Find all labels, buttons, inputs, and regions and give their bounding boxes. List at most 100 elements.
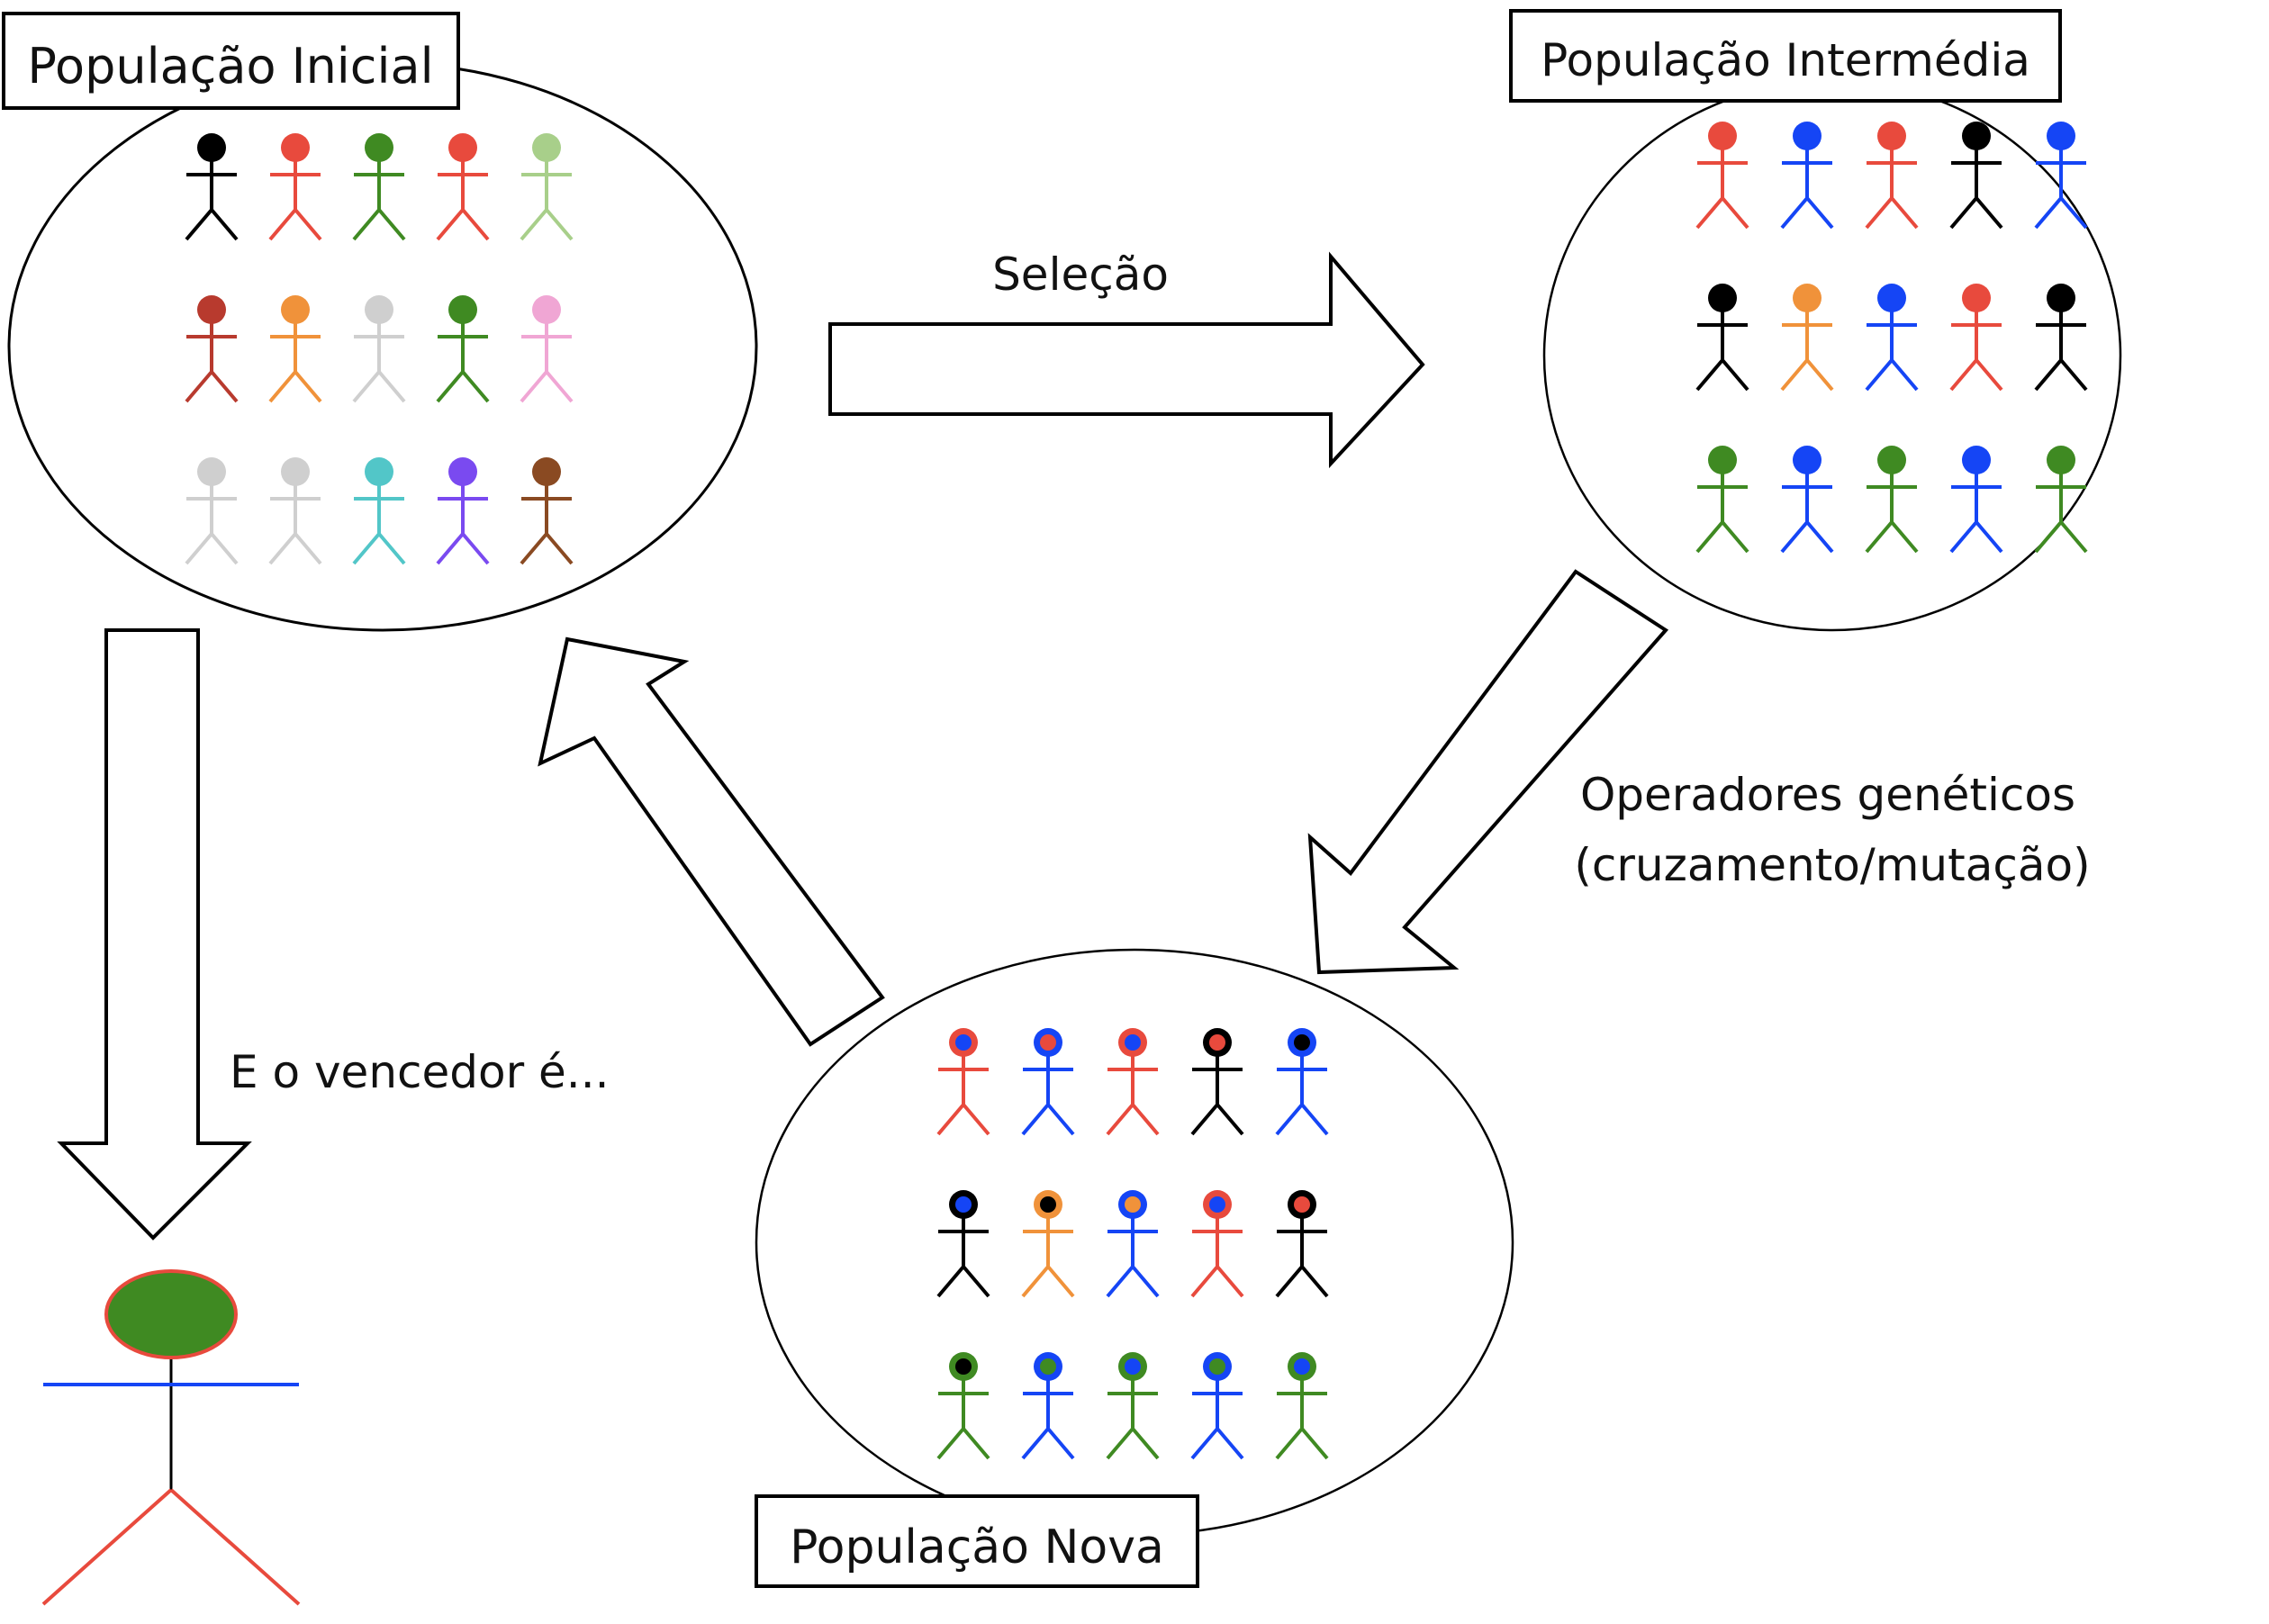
figure-left-leg xyxy=(936,1427,965,1460)
figure-head xyxy=(1962,122,1991,150)
stick-figure xyxy=(2034,284,2088,392)
loop-back-arrow xyxy=(538,636,885,1047)
figure-head xyxy=(1877,446,1906,474)
figure-head-inner xyxy=(1209,1034,1225,1051)
figure-head xyxy=(281,295,310,324)
operators-caption-line1: Operadores genéticos xyxy=(1580,769,2075,821)
stick-figure xyxy=(352,295,406,403)
figure-left-leg xyxy=(1949,358,1978,392)
figure-right-leg xyxy=(461,208,490,241)
stick-figure xyxy=(1865,446,1919,554)
figure-right-leg xyxy=(1890,196,1919,230)
figure-head-inner xyxy=(1125,1034,1141,1051)
figure-left-leg xyxy=(1780,358,1809,392)
figure-left-leg xyxy=(1021,1265,1050,1298)
figure-head xyxy=(532,457,561,486)
stick-figure xyxy=(268,133,322,241)
stick-figure xyxy=(2034,122,2088,230)
figure-left-leg xyxy=(1695,358,1724,392)
genetic-operators-arrow xyxy=(1307,569,1669,975)
figure-right-leg xyxy=(1721,358,1749,392)
figure-head xyxy=(1708,284,1737,312)
figure-head xyxy=(532,295,561,324)
selection-caption: Seleção xyxy=(992,248,1169,301)
stick-figure xyxy=(1106,1190,1160,1298)
figure-head-inner xyxy=(955,1196,972,1213)
stick-figure xyxy=(1695,446,1749,554)
figure-left-leg xyxy=(185,370,213,403)
figure-right-leg xyxy=(1216,1427,1244,1460)
stick-figure xyxy=(436,133,490,241)
stick-figure xyxy=(936,1352,990,1460)
figure-right-leg xyxy=(294,208,322,241)
figure-left-leg xyxy=(1190,1103,1219,1136)
stick-figure xyxy=(1021,1028,1075,1136)
figure-right-leg xyxy=(377,532,406,565)
figure-right-leg xyxy=(1805,358,1834,392)
figure-head xyxy=(1793,122,1822,150)
figure-left-leg xyxy=(1190,1427,1219,1460)
figure-right-leg xyxy=(1975,358,2003,392)
stick-figure xyxy=(1949,122,2003,230)
figure-head-inner xyxy=(1294,1034,1310,1051)
figure-head-inner xyxy=(1209,1196,1225,1213)
figure-right-leg xyxy=(377,208,406,241)
stick-figure xyxy=(1949,446,2003,554)
figure-right-leg xyxy=(1805,520,1834,554)
figure-right-leg xyxy=(1975,520,2003,554)
initial-label-box xyxy=(2,12,460,110)
figure-left-leg xyxy=(1275,1427,1304,1460)
figure-head xyxy=(365,457,393,486)
figure-left-leg xyxy=(936,1103,965,1136)
figure-head xyxy=(2047,122,2075,150)
stick-figure xyxy=(1190,1028,1244,1136)
figure-head-inner xyxy=(1040,1358,1056,1375)
figure-right-leg xyxy=(1300,1427,1329,1460)
figure-right-leg xyxy=(1131,1103,1160,1136)
figure-head-inner xyxy=(1040,1034,1056,1051)
figure-left-leg xyxy=(436,370,465,403)
initial-population-individuals xyxy=(185,133,574,565)
stick-figure xyxy=(1695,122,1749,230)
figure-left-leg xyxy=(185,208,213,241)
stick-figure xyxy=(520,295,574,403)
figure-right-leg xyxy=(2059,196,2088,230)
figure-right-leg xyxy=(1890,520,1919,554)
winner-caption: E o vencedor é... xyxy=(230,1046,609,1098)
figure-head xyxy=(2047,284,2075,312)
figure-head xyxy=(1962,446,1991,474)
figure-left-leg xyxy=(1275,1103,1304,1136)
figure-head xyxy=(448,295,477,324)
stick-figure xyxy=(1190,1190,1244,1298)
figure-head xyxy=(1877,122,1906,150)
new-population-individuals xyxy=(936,1028,1329,1460)
figure-left-leg xyxy=(1695,520,1724,554)
stick-figure xyxy=(1275,1352,1329,1460)
figure-left-leg xyxy=(1275,1265,1304,1298)
figure-head-inner xyxy=(1294,1358,1310,1375)
stick-figure xyxy=(352,457,406,565)
figure-right-leg xyxy=(377,370,406,403)
figure-head-inner xyxy=(955,1358,972,1375)
figure-right-leg xyxy=(1805,196,1834,230)
figure-right-leg xyxy=(545,208,574,241)
figure-left-leg xyxy=(1949,520,1978,554)
figure-head xyxy=(1962,284,1991,312)
figure-head xyxy=(1708,122,1737,150)
new-label-box xyxy=(755,1494,1199,1588)
figure-right-leg xyxy=(1721,520,1749,554)
intermediate-label: População Intermédia xyxy=(1541,34,2030,86)
figure-head xyxy=(281,457,310,486)
figure-left-leg xyxy=(1106,1427,1134,1460)
figure-left-leg xyxy=(352,208,381,241)
figure-head xyxy=(281,133,310,162)
stick-figure xyxy=(1949,284,2003,392)
figure-right-leg xyxy=(1131,1265,1160,1298)
stick-figure xyxy=(1780,284,1834,392)
stick-figure xyxy=(1106,1352,1160,1460)
figure-right-leg xyxy=(1300,1265,1329,1298)
figure-left-leg xyxy=(436,532,465,565)
stick-figure xyxy=(1865,122,1919,230)
figure-left-leg xyxy=(1780,196,1809,230)
figure-head-inner xyxy=(1125,1358,1141,1375)
